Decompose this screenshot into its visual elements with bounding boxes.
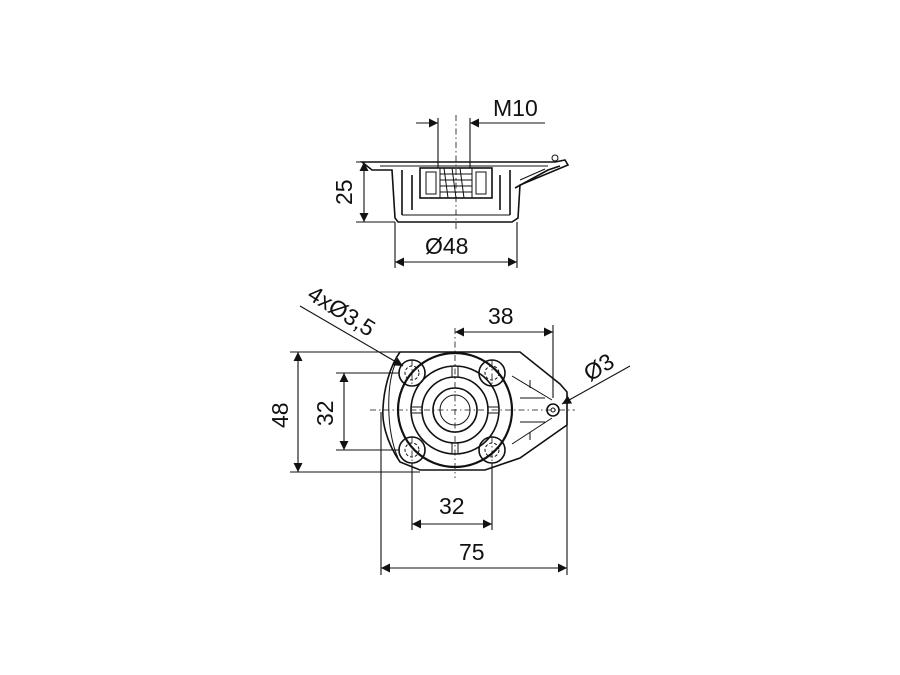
dim-75: 75 <box>380 412 568 575</box>
label-25: 25 <box>331 179 357 205</box>
dim-32-horizontal: 32 <box>411 463 493 530</box>
dim-dia3: Ø3 <box>561 348 631 405</box>
dim-48: 48 <box>267 351 420 473</box>
dim-32-vertical: 32 <box>312 372 399 451</box>
top-view: 4xØ3,5 38 Ø3 48 32 <box>267 280 631 575</box>
dim-m10: M10 <box>416 95 545 168</box>
side-view: M10 25 Ø48 <box>331 95 570 268</box>
label-38: 38 <box>488 303 514 329</box>
dim-dia48: Ø48 <box>394 222 518 268</box>
label-75: 75 <box>459 539 485 565</box>
label-32-horizontal: 32 <box>439 493 465 519</box>
dim-4x-holes: 4xØ3,5 <box>299 280 404 367</box>
dim-25: 25 <box>331 161 395 223</box>
label-4x-holes: 4xØ3,5 <box>303 280 380 341</box>
label-m10: M10 <box>493 95 538 121</box>
label-dia3: Ø3 <box>579 348 619 386</box>
label-dia48: Ø48 <box>425 233 468 259</box>
label-32-vertical: 32 <box>312 400 338 426</box>
dim-38: 38 <box>455 303 554 398</box>
label-48: 48 <box>267 402 293 428</box>
